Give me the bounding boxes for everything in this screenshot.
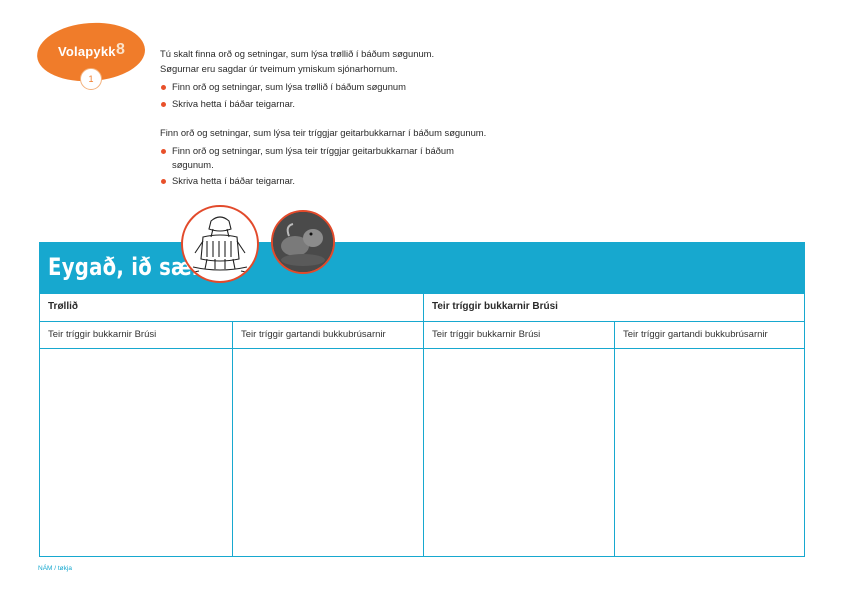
column-header: Teir tríggir bukkarnir Brúsi (423, 321, 614, 348)
instruction-list-1: Finn orð og setningar, sum lýsa trøllið … (160, 80, 560, 110)
section-header-band (39, 242, 805, 293)
writing-area[interactable] (614, 348, 804, 556)
group-header-troll: Trøllið (48, 301, 78, 312)
writing-area[interactable] (40, 348, 232, 556)
writing-area[interactable] (423, 348, 614, 556)
comparison-table: Trøllið Teir tríggir bukkarnir Brúsi Tei… (39, 293, 805, 557)
column-header: Teir tríggir gartandi bukkubrúsarnir (232, 321, 423, 348)
goat-illustration (271, 210, 335, 274)
troll-illustration (181, 205, 259, 283)
writing-area[interactable] (232, 348, 423, 556)
column-header: Teir tríggir gartandi bukkubrúsarnir (614, 321, 804, 348)
section-title: Eygað, ið sær (48, 253, 202, 281)
instruction-bullet: Finn orð og setningar, sum lýsa trøllið … (160, 80, 560, 94)
instructions: Tú skalt finna orð og setningar, sum lýs… (160, 46, 560, 191)
footer-credit: NÁM / tøkja (38, 565, 72, 572)
instruction-intro-1: Tú skalt finna orð og setningar, sum lýs… (160, 48, 435, 59)
instruction-bullet: Skriva hetta í báðar teigarnar. (160, 174, 560, 188)
instruction-intro-2: Søgurnar eru sagdar úr tveimum ymiskum s… (160, 63, 398, 74)
page-number-badge: 1 (80, 68, 102, 90)
logo-number: 8 (116, 41, 125, 58)
instruction-list-2: Finn orð og setningar, sum lýsa teir trí… (160, 144, 560, 188)
logo-text: Volapykk (58, 44, 116, 59)
group-header-goats: Teir tríggir bukkarnir Brúsi (423, 294, 804, 321)
column-header: Teir tríggir bukkarnir Brúsi (40, 321, 232, 348)
instruction-bullet: Finn orð og setningar, sum lýsa teir trí… (160, 144, 492, 171)
instruction-bullet: Skriva hetta í báðar teigarnar. (160, 97, 560, 111)
instruction-intro-3: Finn orð og setningar, sum lýsa teir trí… (160, 127, 487, 138)
